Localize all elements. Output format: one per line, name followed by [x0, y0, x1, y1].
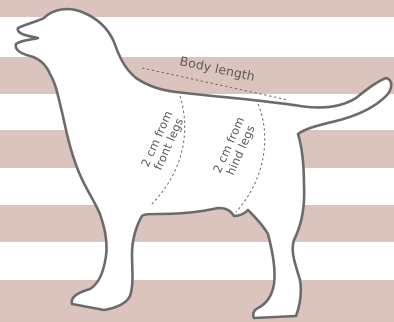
- stripe: [0, 280, 394, 322]
